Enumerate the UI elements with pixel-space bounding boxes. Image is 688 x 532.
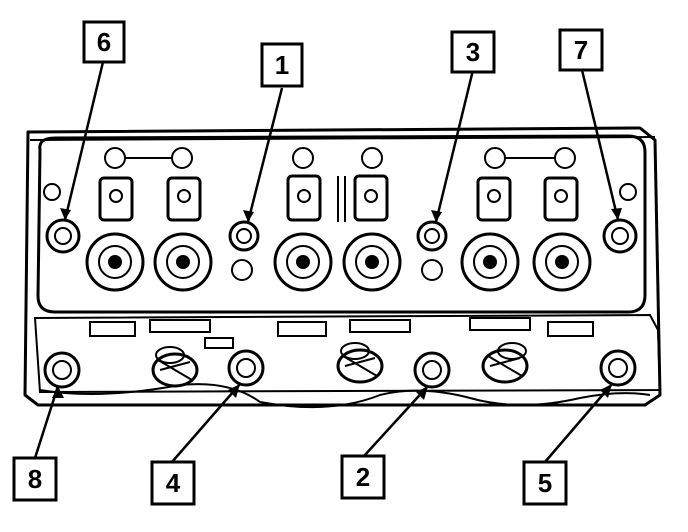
label-4: 4 bbox=[150, 460, 196, 506]
label-2-text: 2 bbox=[356, 462, 370, 492]
bolt-4 bbox=[227, 349, 265, 387]
label-7-text: 7 bbox=[574, 35, 588, 65]
coolant-holes bbox=[43, 183, 637, 281]
spark-plugs bbox=[151, 342, 529, 388]
spark-plug-1 bbox=[151, 346, 199, 388]
bolt-6 bbox=[45, 218, 81, 254]
bolt-8 bbox=[43, 351, 81, 389]
label-3: 3 bbox=[450, 30, 496, 74]
bolt-5 bbox=[599, 349, 637, 387]
label-8: 8 bbox=[12, 456, 58, 502]
label-3-text: 3 bbox=[466, 37, 480, 67]
label-8-text: 8 bbox=[28, 464, 42, 494]
label-1-text: 1 bbox=[275, 50, 289, 80]
label-2: 2 bbox=[340, 454, 386, 500]
label-5: 5 bbox=[522, 460, 568, 506]
label-6: 6 bbox=[82, 20, 126, 64]
label-4-text: 4 bbox=[166, 468, 181, 498]
bolt-2 bbox=[413, 351, 451, 389]
head-bolts bbox=[43, 218, 638, 389]
bolt-7 bbox=[602, 218, 638, 254]
spark-plug-2 bbox=[336, 342, 384, 384]
label-7: 7 bbox=[558, 28, 604, 72]
leader-lines bbox=[33, 61, 622, 463]
spark-plug-3 bbox=[481, 342, 529, 384]
valves bbox=[85, 232, 592, 292]
bolt-1 bbox=[228, 220, 260, 252]
label-1: 1 bbox=[260, 42, 304, 88]
rocker-bosses bbox=[98, 174, 579, 222]
pushrod-holes bbox=[104, 147, 576, 169]
label-6-text: 6 bbox=[97, 27, 111, 57]
bolt-3 bbox=[416, 220, 448, 252]
label-5-text: 5 bbox=[538, 468, 552, 498]
